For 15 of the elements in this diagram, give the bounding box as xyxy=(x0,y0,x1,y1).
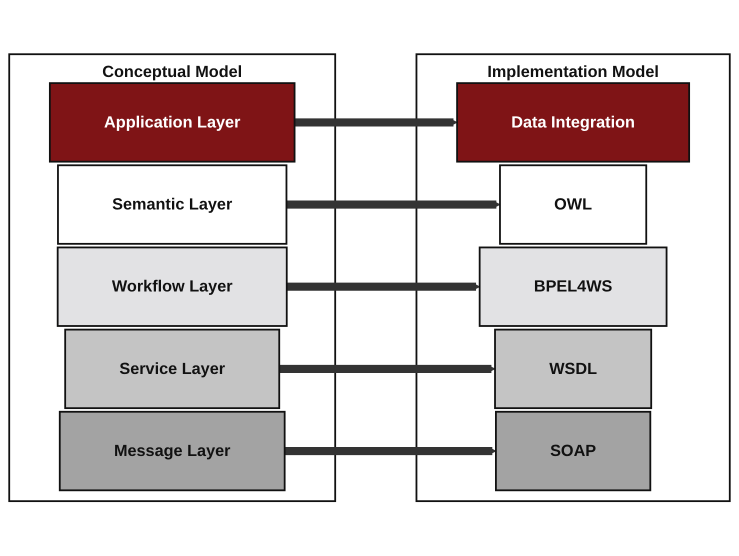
arrow xyxy=(294,118,458,127)
layer-box: SOAP xyxy=(495,411,652,492)
arrow xyxy=(286,200,500,209)
layer-box: WSDL xyxy=(494,329,652,410)
layer-box: Application Layer xyxy=(48,82,296,163)
layer-box: Semantic Layer xyxy=(57,164,288,246)
layer-box: OWL xyxy=(499,164,648,246)
arrow xyxy=(279,365,496,374)
arrow xyxy=(286,282,480,292)
layer-box: Service Layer xyxy=(64,329,280,410)
arrow xyxy=(284,447,496,456)
layer-box: BPEL4WS xyxy=(478,246,668,328)
layer-box: Workflow Layer xyxy=(56,246,288,328)
layer-box: Data Integration xyxy=(456,82,690,163)
layer-box: Message Layer xyxy=(58,411,286,492)
